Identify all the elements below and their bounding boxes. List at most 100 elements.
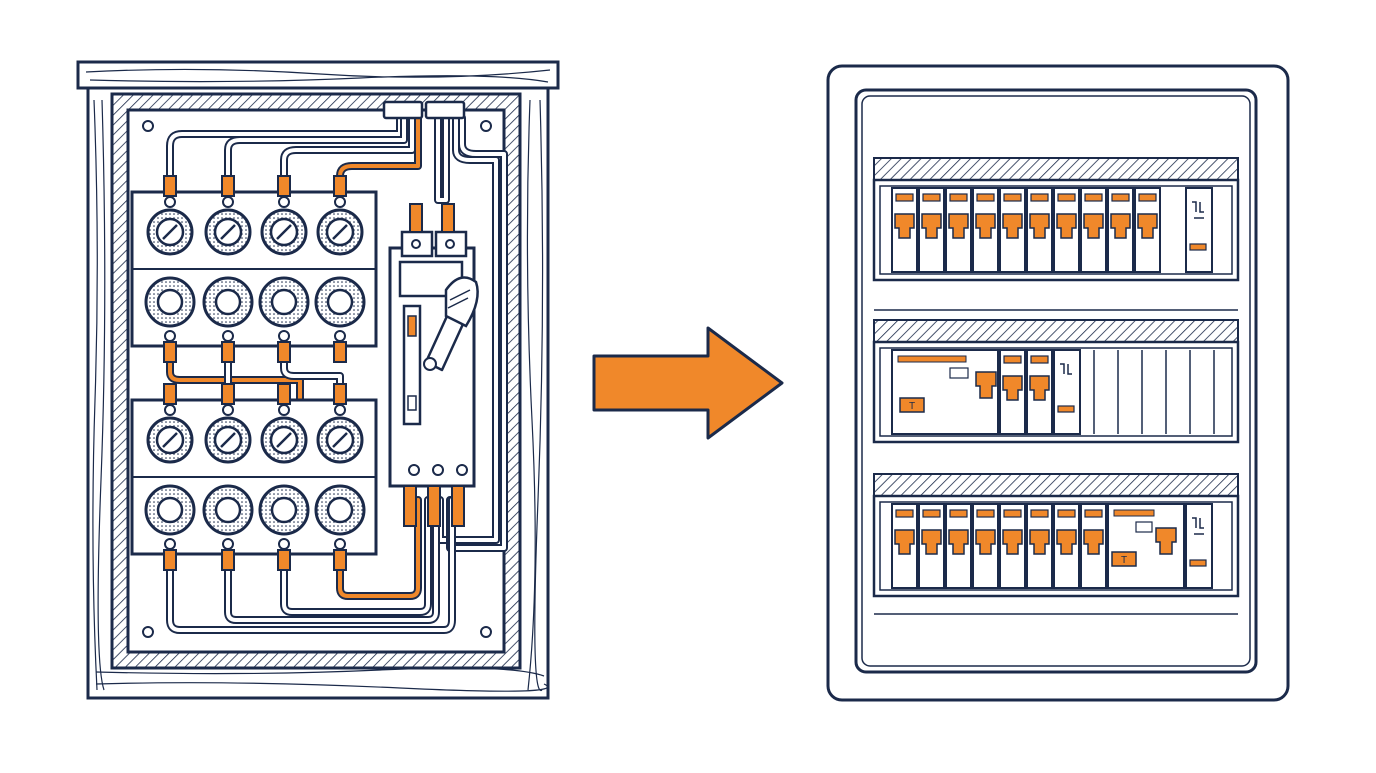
breaker-indicator — [1084, 193, 1103, 202]
circuit-breaker — [918, 187, 945, 273]
circuit-breaker — [1026, 187, 1053, 273]
breaker-indicator — [976, 193, 995, 202]
breaker-indicator — [1057, 193, 1076, 202]
breaker-indicator — [1003, 193, 1022, 202]
terminal-bottom — [333, 341, 347, 363]
terminal-screw — [334, 196, 346, 208]
circuit-breaker — [945, 187, 972, 273]
terminal-screw — [278, 404, 290, 416]
breaker-toggle — [921, 213, 942, 239]
rcd-module: T — [891, 349, 999, 435]
circuit-breaker — [1026, 349, 1053, 435]
circuit-breaker — [918, 503, 945, 589]
rcd-indicator — [897, 355, 967, 363]
breaker-toggle — [1110, 213, 1131, 239]
old-fuse-box — [76, 60, 560, 700]
terminal-top — [441, 203, 455, 233]
circuit-breaker — [999, 503, 1026, 589]
terminal-screw — [164, 330, 176, 342]
breaker-indicator — [1030, 355, 1049, 364]
breaker-indicator — [949, 193, 968, 202]
breaker-indicator — [922, 509, 941, 518]
terminal-bottom — [163, 341, 177, 363]
breaker-toggle — [1002, 213, 1023, 239]
fuse-block-1 — [130, 175, 378, 363]
fuse-blocks — [130, 175, 378, 571]
fuse-ring — [156, 496, 184, 524]
rcd-module: T — [1107, 503, 1185, 589]
terminal-top — [333, 383, 347, 405]
circuit-breaker — [972, 187, 999, 273]
circuit-breaker — [891, 187, 918, 273]
breaker-indicator — [1003, 509, 1022, 518]
terminal-bottom — [221, 549, 235, 571]
fuse-ring — [326, 496, 354, 524]
circuit-breaker — [999, 187, 1026, 273]
breaker-toggle — [1029, 529, 1050, 555]
circuit-breaker — [1053, 503, 1080, 589]
breaker-toggle — [1083, 529, 1104, 555]
terminal-bottom — [221, 341, 235, 363]
circuit-breaker — [1053, 187, 1080, 273]
breaker-indicator — [1111, 193, 1130, 202]
breaker-toggle — [1083, 213, 1104, 239]
row-separator-lines — [874, 309, 1238, 615]
din-row-2: T — [872, 319, 1240, 444]
switch-screw — [408, 464, 420, 476]
fuse-ring — [270, 496, 298, 524]
breaker-indicator — [1003, 355, 1022, 364]
rcd-aux-module — [1053, 349, 1081, 435]
terminal-screw — [222, 330, 234, 342]
breaker-toggle — [894, 213, 915, 239]
breaker-toggle — [921, 529, 942, 555]
terminal-top — [221, 383, 235, 405]
fuse-ring — [214, 288, 242, 316]
breaker-toggle — [1029, 213, 1050, 239]
fuse-ring — [326, 288, 354, 316]
terminal-bottom — [403, 485, 417, 527]
din-row-hatched-cover — [873, 319, 1239, 343]
main-isolator — [1185, 503, 1213, 589]
circuit-breaker — [1107, 187, 1134, 273]
terminal-bottom — [451, 485, 465, 527]
terminal-screw — [222, 196, 234, 208]
din-rail-rows: TT — [872, 157, 1240, 598]
breaker-indicator — [976, 509, 995, 518]
breaker-toggle — [948, 529, 969, 555]
terminal-top — [277, 175, 291, 197]
circuit-breaker — [1080, 187, 1107, 273]
terminal-screw — [278, 330, 290, 342]
terminal-screw — [334, 330, 346, 342]
breaker-toggle — [948, 213, 969, 239]
rcd-toggle — [975, 371, 997, 399]
terminal-top — [163, 383, 177, 405]
rcd-test-label: T — [1121, 555, 1127, 566]
corner-screws — [142, 120, 492, 638]
switch-screw — [432, 464, 444, 476]
circuit-breaker — [999, 349, 1026, 435]
fuse-block-2 — [130, 383, 378, 571]
main-switch — [388, 203, 479, 527]
terminal-screw — [164, 196, 176, 208]
din-row-hatched-cover — [873, 473, 1239, 497]
breaker-indicator — [895, 509, 914, 518]
terminal-screw — [334, 538, 346, 550]
breaker-indicator — [1057, 509, 1076, 518]
breaker-indicator — [949, 509, 968, 518]
circuit-breaker — [972, 503, 999, 589]
switch-pivot — [423, 357, 437, 371]
breaker-toggle — [1056, 529, 1077, 555]
din-row-1 — [872, 157, 1240, 282]
terminal-top — [409, 203, 423, 233]
din-row-hatched-cover — [873, 157, 1239, 181]
terminal-screw — [164, 404, 176, 416]
breaker-indicator — [895, 193, 914, 202]
breaker-toggle — [1029, 375, 1050, 401]
new-consumer-unit: TT — [826, 64, 1290, 702]
breaker-indicator — [922, 193, 941, 202]
wiring — [166, 114, 508, 634]
fuse-ring — [214, 496, 242, 524]
cable-entry-connectors — [382, 100, 466, 120]
